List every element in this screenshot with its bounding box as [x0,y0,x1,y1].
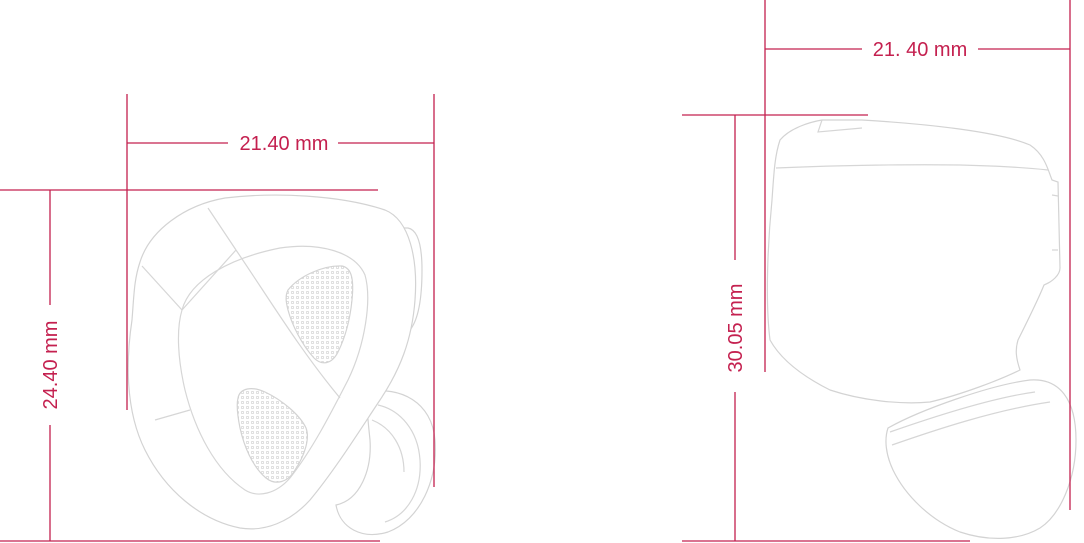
front-view: 21.40 mm 24.40 mm [0,94,436,542]
side-ear-tip [885,379,1077,539]
side-height-dimension: 30.05 mm [682,114,970,542]
front-width-label: 21.40 mm [240,133,329,155]
front-upper-vent [285,265,354,364]
side-height-label: 30.05 mm [725,284,747,373]
front-height-dimension: 24.40 mm [0,189,380,542]
front-ear-tip [335,390,436,536]
side-shell [766,119,1061,404]
front-height-label: 24.40 mm [40,321,62,410]
front-width-dimension: 21.40 mm [126,94,435,487]
side-view: 21. 40 mm 30.05 mm [682,0,1077,542]
front-lower-vent [236,388,308,483]
side-width-label: 21. 40 mm [873,39,967,61]
side-width-dimension: 21. 40 mm [764,0,1071,510]
